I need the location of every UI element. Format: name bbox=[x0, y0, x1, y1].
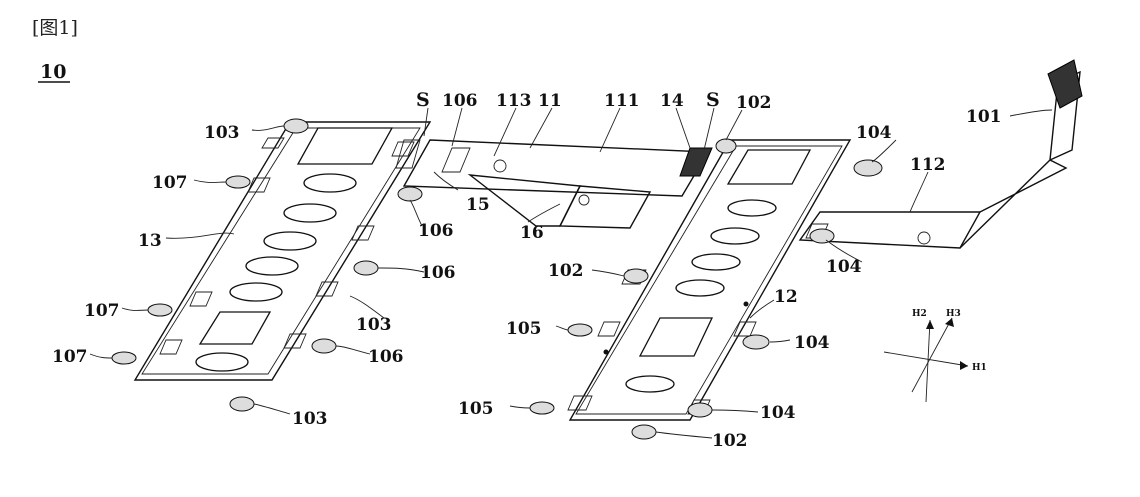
connecting-band bbox=[396, 140, 712, 228]
axis-label-h3: H3 bbox=[946, 309, 961, 319]
label-s-left: S bbox=[416, 89, 430, 111]
figure-caption: [图1] bbox=[32, 17, 78, 39]
label-16: 16 bbox=[520, 223, 544, 243]
label-106-c: 106 bbox=[420, 263, 456, 283]
axis-label-h1: H1 bbox=[972, 363, 987, 373]
label-107-c: 107 bbox=[52, 347, 88, 367]
label-14: 14 bbox=[660, 91, 684, 111]
label-103-mid: 103 bbox=[356, 315, 392, 335]
label-104-c: 104 bbox=[794, 333, 830, 353]
label-105-a: 105 bbox=[506, 319, 542, 339]
label-103-bot: 103 bbox=[292, 409, 328, 429]
assembly-label: 10 bbox=[40, 61, 66, 83]
label-101: 101 bbox=[966, 107, 1002, 127]
label-113: 113 bbox=[496, 91, 532, 111]
label-107-b: 107 bbox=[84, 301, 120, 321]
label-103-top: 103 bbox=[204, 123, 240, 143]
axis-label-h2: H2 bbox=[912, 309, 927, 319]
label-111: 111 bbox=[604, 91, 640, 111]
label-112: 112 bbox=[910, 155, 946, 175]
axis-indicator: H1 H2 H3 bbox=[884, 309, 987, 402]
label-13: 13 bbox=[138, 231, 162, 251]
label-102-top: 102 bbox=[736, 93, 772, 113]
label-12: 12 bbox=[774, 287, 798, 307]
right-plate bbox=[568, 140, 850, 420]
label-104-top: 104 bbox=[856, 123, 892, 143]
left-plate bbox=[135, 122, 430, 380]
label-107-a: 107 bbox=[152, 173, 188, 193]
label-102-mid: 102 bbox=[548, 261, 584, 281]
label-104-d: 104 bbox=[760, 403, 796, 423]
label-15: 15 bbox=[466, 195, 490, 215]
reference-labels: S 106 113 11 111 14 S 102 101 103 104 10… bbox=[52, 89, 1002, 451]
label-105-b: 105 bbox=[458, 399, 494, 419]
label-106-top: 106 bbox=[442, 91, 478, 111]
label-104-mid: 104 bbox=[826, 257, 862, 277]
label-106-d: 106 bbox=[368, 347, 404, 367]
label-s-right: S bbox=[706, 89, 720, 111]
label-102-bot: 102 bbox=[712, 431, 748, 451]
label-11: 11 bbox=[538, 91, 562, 111]
label-106-b: 106 bbox=[418, 221, 454, 241]
